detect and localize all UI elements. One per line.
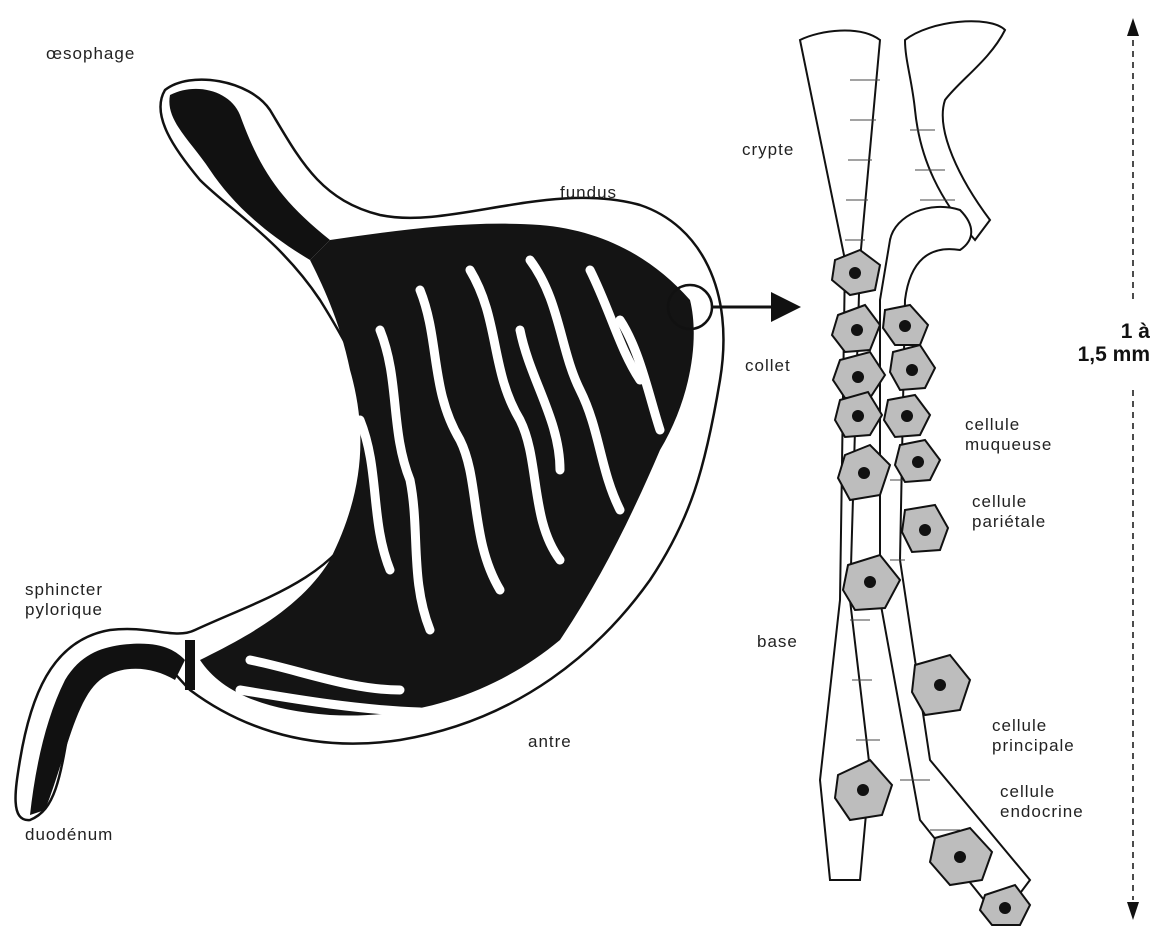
label-crypt: crypte (742, 140, 794, 160)
pyloric-sphincter (185, 640, 195, 690)
gland-tube-top-right (905, 21, 1005, 240)
label-parietal-cell: cellule pariétale (972, 492, 1046, 531)
label-chief-line2: principale (992, 736, 1075, 756)
label-mucous-line2: muqueuse (965, 435, 1052, 455)
scale-line2: 1,5 mm (1050, 343, 1150, 366)
label-endocrine-cell: cellule endocrine (1000, 782, 1084, 821)
label-oesophagus: œsophage (46, 44, 135, 64)
label-neck: collet (745, 356, 791, 376)
scale-line1: 1 à (1050, 320, 1150, 343)
label-fundus: fundus (560, 183, 617, 203)
label-parietal-line2: pariétale (972, 512, 1046, 532)
label-endocrine-line2: endocrine (1000, 802, 1084, 822)
label-chief-cell: cellule principale (992, 716, 1075, 755)
label-pyloric-sphincter: sphincter pylorique (25, 580, 103, 619)
scale-label: 1 à 1,5 mm (1050, 320, 1150, 366)
label-pyloric-line2: pylorique (25, 600, 103, 620)
stomach-mucosa (200, 224, 694, 716)
scale-arrow-icon (1127, 18, 1139, 920)
label-duodenum: duodénum (25, 825, 113, 845)
label-mucous-line1: cellule (965, 415, 1052, 435)
label-base: base (757, 632, 798, 652)
label-endocrine-line1: cellule (1000, 782, 1084, 802)
label-parietal-line1: cellule (972, 492, 1046, 512)
label-pyloric-line1: sphincter (25, 580, 103, 600)
label-antrum: antre (528, 732, 572, 752)
label-mucous-cell: cellule muqueuse (965, 415, 1052, 454)
label-chief-line1: cellule (992, 716, 1075, 736)
